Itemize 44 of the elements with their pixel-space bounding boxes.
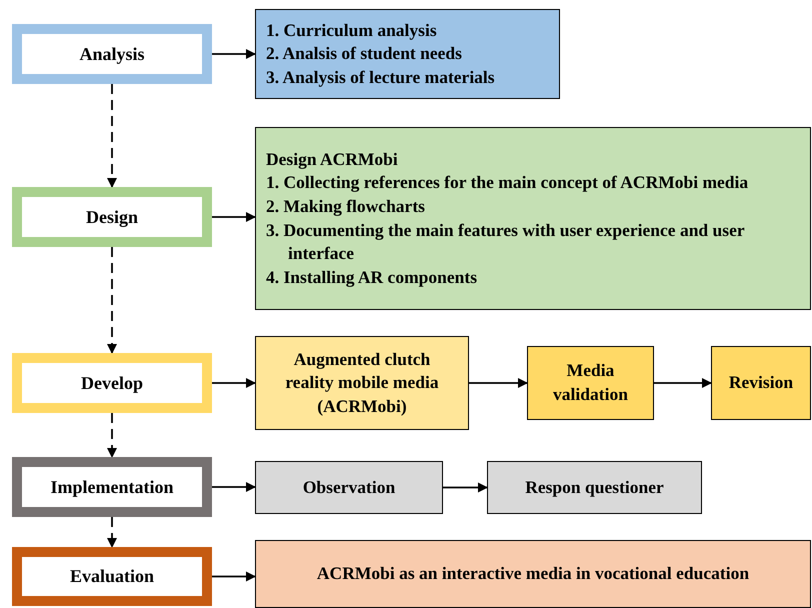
process-label: Augmented clutch reality mobile media (ACRMobi) xyxy=(284,348,440,418)
phase-label: Design xyxy=(86,206,138,228)
arrow xyxy=(212,378,256,388)
process-label: ACRMobi as an interactive media in vocational education xyxy=(316,562,750,586)
process-label: Revision xyxy=(728,371,794,394)
list-heading: Design ACRMobi xyxy=(266,148,399,171)
process-label: Respon questioner xyxy=(525,476,664,499)
arrow xyxy=(212,572,256,582)
list-item: 2. Making flowcharts xyxy=(266,194,426,218)
arrow xyxy=(469,378,528,388)
dashed-arrow xyxy=(107,247,117,354)
process-label: Media validation xyxy=(552,359,629,406)
process-box xyxy=(711,346,811,420)
phase-box xyxy=(12,187,212,247)
process-box xyxy=(255,336,469,430)
arrow xyxy=(654,378,712,388)
phase-box xyxy=(12,353,212,413)
phase-label: Develop xyxy=(81,372,143,394)
phase-box xyxy=(12,24,212,84)
process-box xyxy=(255,461,443,514)
dashed-arrow xyxy=(107,413,117,458)
list-item: 1. Collecting references for the main concept of ACRMobi media xyxy=(266,171,750,194)
process-box xyxy=(255,540,811,608)
arrow xyxy=(212,49,256,59)
list-item: 3. Analysis of lecture materials xyxy=(266,66,496,89)
task-list-box xyxy=(255,9,560,99)
arrow xyxy=(212,212,256,222)
task-list-box xyxy=(255,127,811,310)
list-item: 2. Analsis of student needs xyxy=(266,42,463,66)
dashed-arrow xyxy=(107,517,117,548)
phase-box xyxy=(12,457,212,517)
phase-label: Implementation xyxy=(50,476,174,498)
process-box xyxy=(487,461,702,514)
dashed-arrow xyxy=(107,84,117,188)
list-item: 3. Documenting the main features with user experience and user interface xyxy=(266,218,746,266)
process-label: Observation xyxy=(302,476,396,499)
arrow xyxy=(443,482,488,492)
list-item: 4. Installing AR components xyxy=(266,266,478,289)
phase-label: Evaluation xyxy=(70,566,154,587)
phase-label: Analysis xyxy=(79,44,145,64)
phase-box xyxy=(12,547,212,606)
arrow xyxy=(212,482,256,492)
process-box xyxy=(527,346,654,420)
list-item: 1. Curriculum analysis xyxy=(266,18,438,42)
